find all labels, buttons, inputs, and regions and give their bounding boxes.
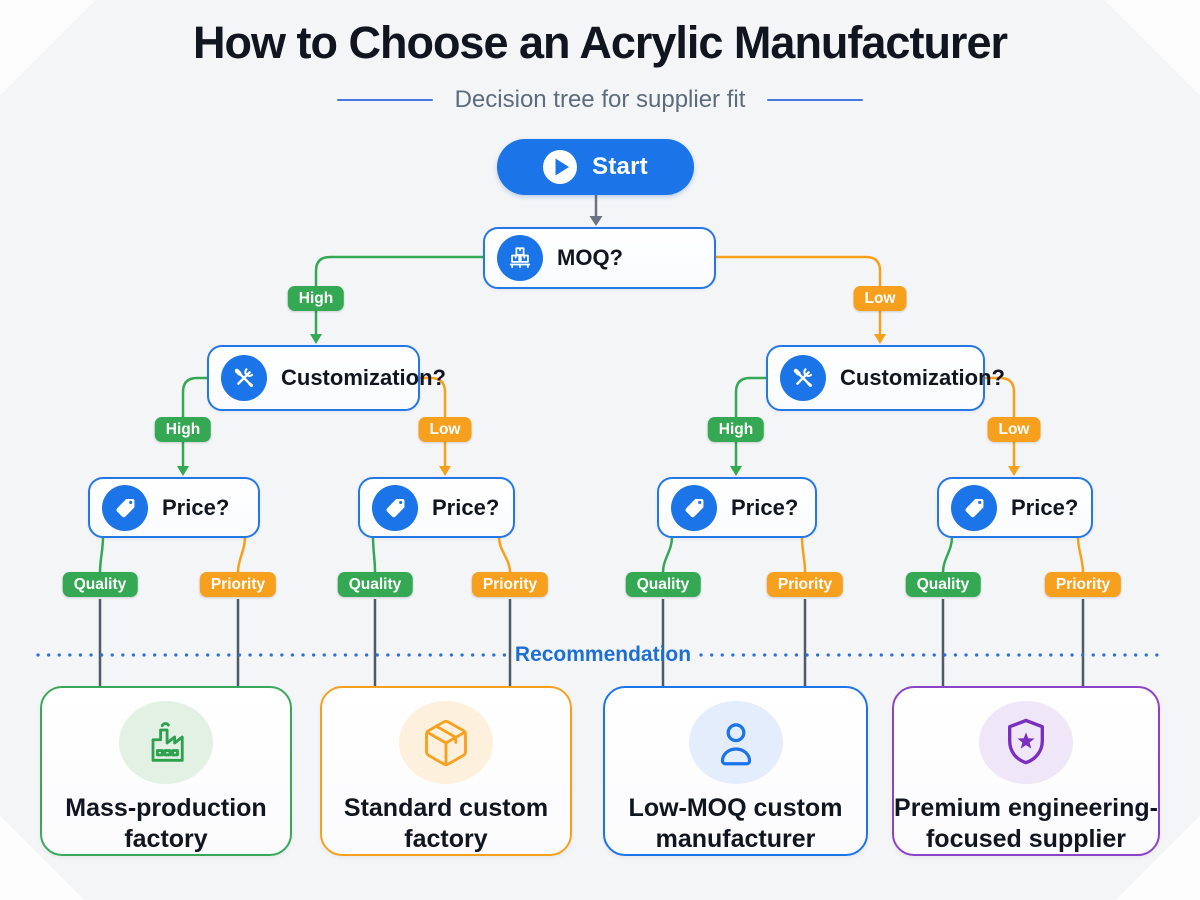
subtitle-dash-right — [767, 98, 864, 102]
outcome-card-low-moq: Low-MOQ custom manufacturer — [603, 686, 868, 856]
outcome-label: Mass-production factory — [65, 794, 267, 853]
outcome-label: Low-MOQ custom manufacturer — [628, 794, 843, 853]
connector-c1-low — [420, 376, 451, 476]
node-customization-right: Customization? — [766, 345, 1005, 411]
branch-badge-quality: Quality — [625, 572, 701, 597]
connector-c1-high — [177, 376, 207, 476]
outcome-label: Standard custom factory — [343, 794, 549, 853]
play-icon — [543, 150, 578, 184]
price-tag-icon — [951, 484, 997, 531]
outcome-label: Premium engineering- focused supplier — [894, 794, 1158, 853]
node-price-2: Price? — [358, 477, 515, 538]
subtitle-dash-left — [336, 98, 433, 102]
branch-badge-low: Low — [987, 417, 1041, 442]
branch-badge-low: Low — [853, 286, 907, 311]
outcome-card-standard-custom: Standard custom factory — [320, 686, 572, 856]
branch-badge-priority: Priority — [766, 572, 844, 597]
node-price-4: Price? — [937, 477, 1093, 538]
branch-badge-quality: Quality — [905, 572, 981, 597]
branch-badge-high: High — [707, 417, 765, 442]
node-price-3: Price? — [657, 477, 817, 538]
price-tag-icon — [671, 484, 717, 531]
price-tag-icon — [372, 484, 418, 531]
connector-price-quality — [98, 536, 954, 573]
package-icon — [399, 701, 493, 784]
connector-c2-low — [985, 376, 1020, 476]
price-tag-icon — [102, 484, 148, 531]
start-node: Start — [497, 139, 694, 195]
branch-badge-high: High — [154, 417, 212, 442]
shield-star-icon — [979, 701, 1073, 784]
outcome-card-premium: Premium engineering- focused supplier — [892, 686, 1160, 856]
branch-badge-low: Low — [418, 417, 472, 442]
tools-icon — [780, 355, 826, 401]
person-icon — [688, 701, 783, 784]
node-customization-left: Customization? — [207, 345, 446, 411]
moq-question-label: MOQ? — [557, 245, 623, 270]
branch-badge-priority: Priority — [1044, 572, 1122, 597]
price-question-label: Price? — [731, 494, 799, 520]
outcome-card-mass-production: Mass-production factory — [40, 686, 292, 856]
connector-price-priority — [236, 536, 1085, 573]
start-label: Start — [592, 153, 648, 180]
branch-badge-quality: Quality — [337, 572, 413, 597]
branch-badge-priority: Priority — [471, 572, 549, 597]
connector-moq-low — [716, 255, 886, 344]
tools-icon — [221, 355, 267, 401]
recommendation-label: Recommendation — [514, 643, 692, 666]
page-title: How to Choose an Acrylic Manufacturer — [193, 17, 1008, 68]
connector-c2-high — [730, 376, 766, 476]
price-question-label: Price? — [1011, 494, 1079, 520]
factory-icon — [119, 701, 213, 784]
customization-question-label: Customization? — [281, 365, 446, 390]
price-question-label: Price? — [162, 494, 230, 520]
subtitle-text: Decision tree for supplier fit — [454, 86, 746, 113]
customization-question-label: Customization? — [840, 365, 1005, 390]
branch-badge-quality: Quality — [62, 572, 138, 597]
price-question-label: Price? — [432, 494, 500, 520]
branch-badge-high: High — [287, 286, 345, 311]
node-moq: MOQ? — [483, 227, 716, 289]
node-price-1: Price? — [88, 477, 260, 538]
subtitle: Decision tree for supplier fit — [0, 86, 1200, 114]
connector-start-moq — [589, 194, 603, 226]
branch-badge-priority: Priority — [199, 572, 277, 597]
pallet-boxes-icon — [497, 235, 543, 281]
connector-outcome-drops — [98, 599, 1085, 687]
connector-moq-high — [310, 255, 483, 344]
